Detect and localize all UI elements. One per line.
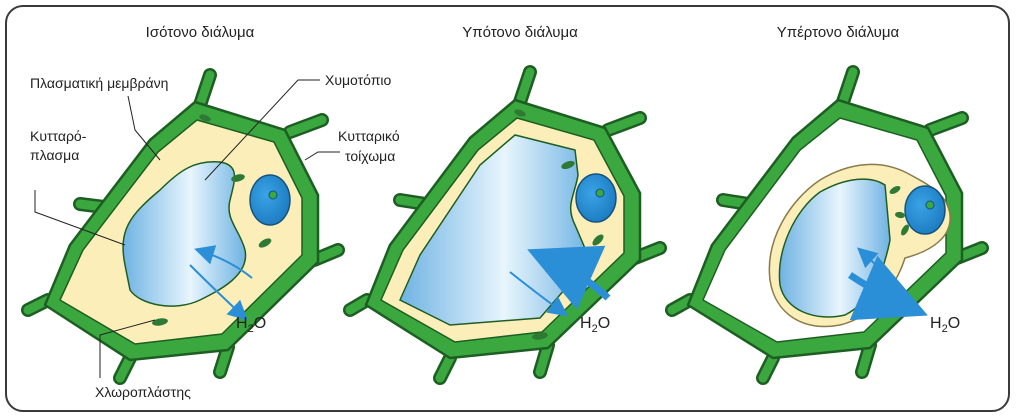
label-cytoplasm-1: Κυτταρό-	[30, 128, 87, 144]
nucleus	[576, 174, 616, 222]
cell-hypertonic: H2O	[672, 72, 982, 378]
label-cell-wall-2: τοίχωμα	[345, 148, 395, 164]
nucleus	[250, 175, 290, 225]
nucleus	[905, 186, 945, 234]
title-hypertonic: Υπέρτονο διάλυμα	[777, 24, 900, 41]
title-hypotonic: Υπότονο διάλυμα	[462, 24, 578, 41]
label-cell-wall-1: Κυτταρικό	[338, 128, 400, 144]
label-vacuole: Χυμοτόπιο	[325, 72, 392, 88]
water-label: H2O	[580, 315, 610, 335]
cell-hypotonic: H2O	[350, 72, 660, 378]
water-label: H2O	[930, 315, 960, 335]
label-cytoplasm-2: πλασμα	[30, 147, 79, 163]
label-chloroplast: Χλωροπλάστης	[95, 384, 191, 400]
label-plasma-membrane: Πλασματική μεμβράνη	[30, 75, 168, 91]
title-isotonic: Ισότονο διάλυμα	[146, 24, 255, 41]
